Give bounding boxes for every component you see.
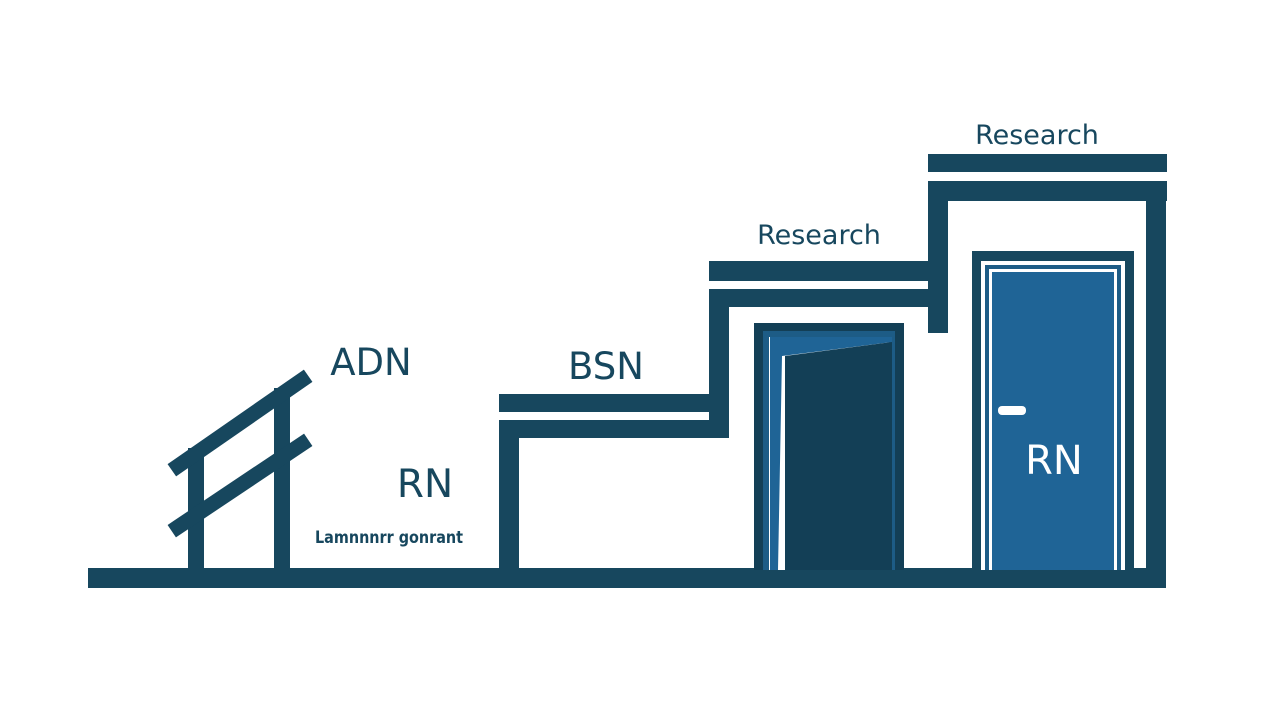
top-step-top [928,181,1167,201]
bsn-step-top [499,420,729,438]
bsn-label: BSN [568,345,644,388]
rn-label-left: RN [397,462,453,507]
railing-lower-rail [167,433,313,538]
railing-top-rail [167,369,313,477]
research-label-middle: Research [757,220,881,251]
door-handle-icon [998,406,1026,415]
middle-step-wall [709,289,729,438]
railing-icon [167,369,313,570]
research-step-middle [709,261,929,438]
middle-step-top [709,289,929,307]
middle-step-cap [709,261,929,281]
research-label-top: Research [975,120,1099,151]
bsn-step-cap [499,394,711,412]
closed-door-panel [992,272,1114,570]
top-step-wall [928,181,948,333]
rn-label-door: RN [1025,438,1083,484]
ground-line [88,568,1166,588]
top-step-right-wall [1146,181,1166,588]
research-step-top [928,154,1167,588]
small-caption: Lamnnnrr gonrant [315,528,463,548]
top-step-cap [928,154,1167,172]
adn-label: ADN [330,341,411,384]
open-door-panel [785,342,892,570]
bsn-step-wall [499,420,519,570]
closed-door-icon [972,251,1134,570]
bsn-step [499,394,729,570]
open-door-icon [754,323,904,570]
railing-post-right [274,388,290,570]
